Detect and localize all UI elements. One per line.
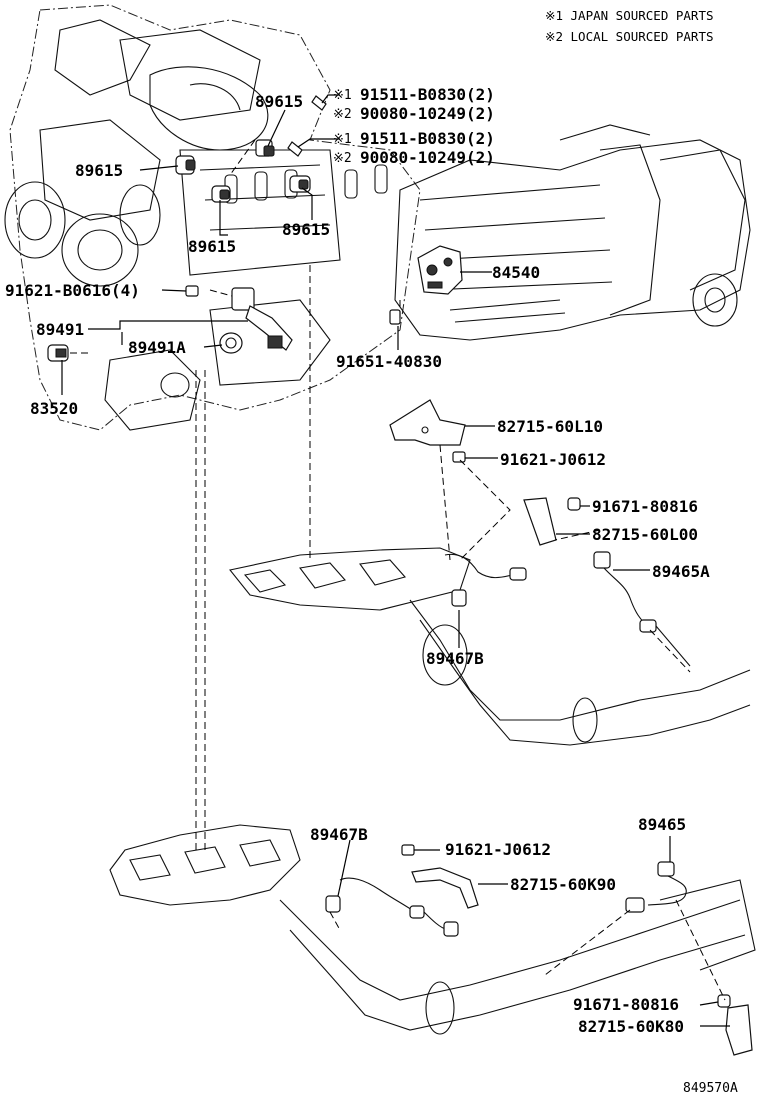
label-84540: 84540: [492, 263, 540, 282]
callout-labels: 89615 ※1 91511-B0830(2) ※2 90080-10249(2…: [5, 85, 710, 1036]
bracket-82715-60l10: [389, 399, 466, 446]
label-91651-40830: 91651-40830: [336, 352, 442, 371]
sensor-89615-c: [211, 185, 231, 203]
bracket-82715-60k90: [411, 867, 479, 909]
bolt-icon-2: [287, 141, 303, 157]
label-91621-j0612-b: 91621-J0612: [445, 840, 551, 859]
leader-lines: [61, 94, 730, 1027]
bracket-82715-60k80: [725, 1004, 753, 1056]
knock-sensor-83520: [47, 344, 69, 362]
oxygen-sensor-89465a: [593, 551, 691, 667]
label-bolt2-mark2: ※2: [333, 151, 352, 166]
oring-89491a: [219, 332, 243, 354]
bolt-91621-b0616: [185, 285, 199, 297]
oxygen-sensor-89467b-lower: [325, 877, 459, 937]
label-83520: 83520: [30, 399, 78, 418]
bolt-91621-j0612-b: [401, 844, 415, 856]
label-89465a: 89465A: [652, 562, 710, 581]
engine-drawing: [4, 4, 421, 431]
label-91621-j0612-a: 91621-J0612: [500, 450, 606, 469]
sensor-89491: [231, 287, 293, 351]
label-89615-top: 89615: [255, 92, 303, 111]
sensor-89615-b: [175, 155, 196, 175]
bolt-91671-80816-a: [567, 497, 581, 511]
bolt-91621-j0612-a: [452, 451, 466, 463]
label-82715-60l10: 82715-60L10: [497, 417, 603, 436]
label-89465: 89465: [638, 815, 686, 834]
label-bolt1-jp: 91511-B0830(2): [360, 85, 495, 104]
label-91621-b0616: 91621-B0616(4): [5, 281, 140, 300]
label-bolt2-mark1: ※1: [333, 132, 352, 147]
figure-id: 849570A: [683, 1081, 738, 1096]
label-bolt1-mark1: ※1: [333, 88, 352, 103]
sensor-89615-a: [255, 139, 275, 157]
label-82715-60k80: 82715-60K80: [578, 1017, 684, 1036]
label-bolt2-jp: 91511-B0830(2): [360, 129, 495, 148]
label-89467b-upper: 89467B: [426, 649, 484, 668]
bolt-91671-80816-b: [717, 994, 731, 1008]
label-89491: 89491: [36, 320, 84, 339]
label-89615-lower-right: 89615: [282, 220, 330, 239]
label-89615-left: 89615: [75, 161, 123, 180]
bolt-icon-1: [311, 95, 327, 111]
oxygen-sensor-89465: [625, 861, 687, 913]
bracket-82715-60l00: [523, 497, 557, 546]
neutral-switch-84540: [417, 245, 463, 295]
label-89491a: 89491A: [128, 338, 186, 357]
connector-lines: [68, 139, 726, 1001]
legend: ※1 JAPAN SOURCED PARTS ※2 LOCAL SOURCED …: [545, 8, 714, 44]
label-89467b-lower: 89467B: [310, 825, 368, 844]
label-82715-60l00: 82715-60L00: [592, 525, 698, 544]
sensor-89615-d: [289, 175, 311, 193]
label-82715-60k90: 82715-60K90: [510, 875, 616, 894]
label-91671-80816-a: 91671-80816: [592, 497, 698, 516]
transmission-drawing: [394, 124, 751, 341]
oxygen-sensor-89467b-upper: [444, 553, 527, 607]
label-bolt2-local: 90080-10249(2): [360, 148, 495, 167]
label-bolt1-mark2: ※2: [333, 107, 352, 122]
label-89615-lower-left: 89615: [188, 237, 236, 256]
label-bolt1-local: 90080-10249(2): [360, 104, 495, 123]
exhaust-manifold-lower: [109, 824, 756, 1035]
bolt-91651-40830: [389, 309, 401, 325]
legend-note-local: ※2 LOCAL SOURCED PARTS: [545, 29, 714, 44]
legend-note-japan: ※1 JAPAN SOURCED PARTS: [545, 8, 714, 23]
label-91671-80816-b: 91671-80816: [573, 995, 679, 1014]
